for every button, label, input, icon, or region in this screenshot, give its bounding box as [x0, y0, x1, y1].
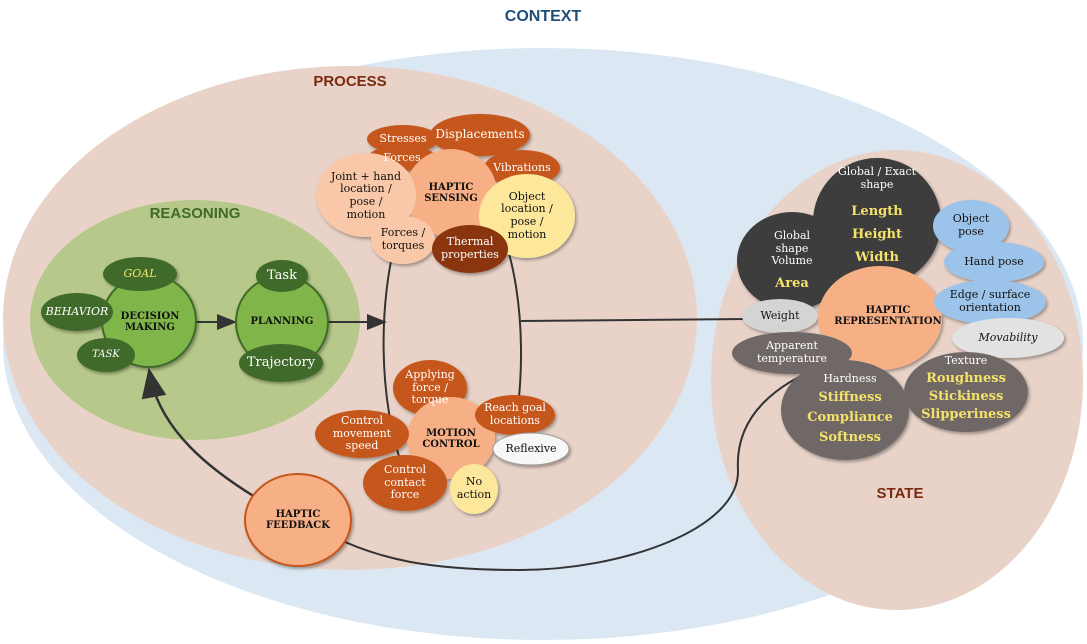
haptic-sensing-label: HAPTIC SENSING: [424, 181, 478, 205]
motion-control-label: MOTION CONTROL: [422, 427, 480, 451]
decision-making-label: DECISION MAKING: [120, 310, 180, 334]
feedback-curve: [329, 356, 851, 572]
haptic-representation-node: [818, 266, 942, 370]
movability-node: [952, 318, 1064, 358]
roughness-label: Roughness: [926, 370, 1006, 386]
edge-surface-node: [934, 280, 1046, 324]
joint-hand-label: Joint + hand location / pose / motion: [330, 169, 402, 221]
edge-surface-label: Edge / surface orientation: [949, 288, 1031, 314]
compliance-label: Compliance: [807, 409, 893, 425]
planning-label: PLANNING: [250, 316, 314, 328]
object-location-label: Object location / pose / motion: [501, 189, 553, 241]
weight-node: [742, 299, 818, 333]
stiffness-label: Stiffness: [818, 389, 882, 405]
haptic-feedback-label: HAPTIC FEEDBACK: [266, 508, 330, 532]
stickiness-label: Stickiness: [928, 388, 1004, 404]
object-pose-label: Object pose: [952, 212, 990, 238]
area-label: Area: [775, 275, 809, 291]
object-location-node: [479, 174, 575, 258]
hardness-node: [781, 360, 909, 460]
context-title: CONTEXT: [504, 7, 582, 25]
apparent-temp-label: Apparent temperature: [756, 339, 827, 365]
goal-node: [103, 257, 177, 291]
object-pose-node: [933, 200, 1009, 252]
joint-hand-node: [316, 153, 416, 237]
task-label: Task: [267, 267, 297, 283]
forces-torques-label: Forces / torques: [380, 226, 426, 252]
height-label: Height: [851, 226, 903, 242]
motion-control-node: [407, 397, 495, 479]
movability-label: Movability: [978, 330, 1038, 344]
applying-force-label: Applying force / torque: [405, 368, 455, 407]
displacements-node: [430, 114, 530, 156]
reflexive-label: Reflexive: [505, 441, 557, 455]
texture-label: Texture: [944, 353, 988, 367]
hand-pose-label: Hand pose: [964, 254, 1024, 268]
forces-label: Forces: [383, 150, 421, 164]
global-exact-label: Global / Exact shape: [837, 165, 917, 191]
control-force-label: Control contact force: [384, 463, 426, 502]
task-small-label: TASK: [92, 349, 120, 361]
reflexive-node: [492, 432, 570, 466]
state-title: STATE: [876, 485, 924, 503]
reach-goal-node: [475, 395, 555, 435]
trajectory-node: [239, 344, 323, 382]
displacements-label: Displacements: [435, 127, 525, 142]
trajectory-label: Trajectory: [246, 354, 316, 370]
reasoning-title: REASONING: [149, 205, 241, 223]
thermal-label: Thermal properties: [441, 235, 499, 261]
control-speed-label: Control movement speed: [332, 414, 392, 453]
global-shape-label: Global shape Volume: [771, 229, 813, 268]
no-action-node: [450, 464, 498, 514]
width-label: Width: [855, 249, 899, 265]
haptic-feedback-node: [244, 473, 352, 567]
control-speed-node: [315, 410, 409, 458]
behavior-node: [41, 293, 113, 331]
no-action-label: No action: [456, 475, 492, 501]
hardness-label: Hardness: [823, 371, 877, 385]
stresses-label: Stresses: [379, 131, 427, 145]
haptic-sensing-node: [405, 149, 497, 237]
stresses-node: [367, 125, 439, 153]
texture-node: [904, 352, 1028, 432]
line-process-state: [520, 318, 749, 322]
hand-pose-node: [944, 242, 1044, 282]
goal-label: GOAL: [123, 266, 157, 280]
forces-torques-node: [371, 216, 435, 264]
weight-label: Weight: [760, 308, 800, 322]
behavior-label: BEHAVIOR: [45, 304, 109, 318]
thermal-node: [432, 225, 508, 273]
control-force-node: [363, 455, 447, 511]
vibrations-label: Vibrations: [493, 160, 551, 174]
feedback-arrow: [141, 367, 261, 502]
task-node: [256, 260, 308, 292]
reach-goal-label: Reach goal locations: [484, 401, 546, 427]
slipperiness-label: Slipperiness: [921, 406, 1011, 422]
process-title: PROCESS: [313, 73, 387, 91]
length-label: Length: [851, 203, 903, 219]
global-exact-node: [813, 158, 941, 286]
haptic-representation-label: HAPTIC REPRESENTATION: [834, 304, 942, 328]
softness-label: Softness: [818, 429, 882, 445]
task-small-node: [77, 338, 135, 372]
